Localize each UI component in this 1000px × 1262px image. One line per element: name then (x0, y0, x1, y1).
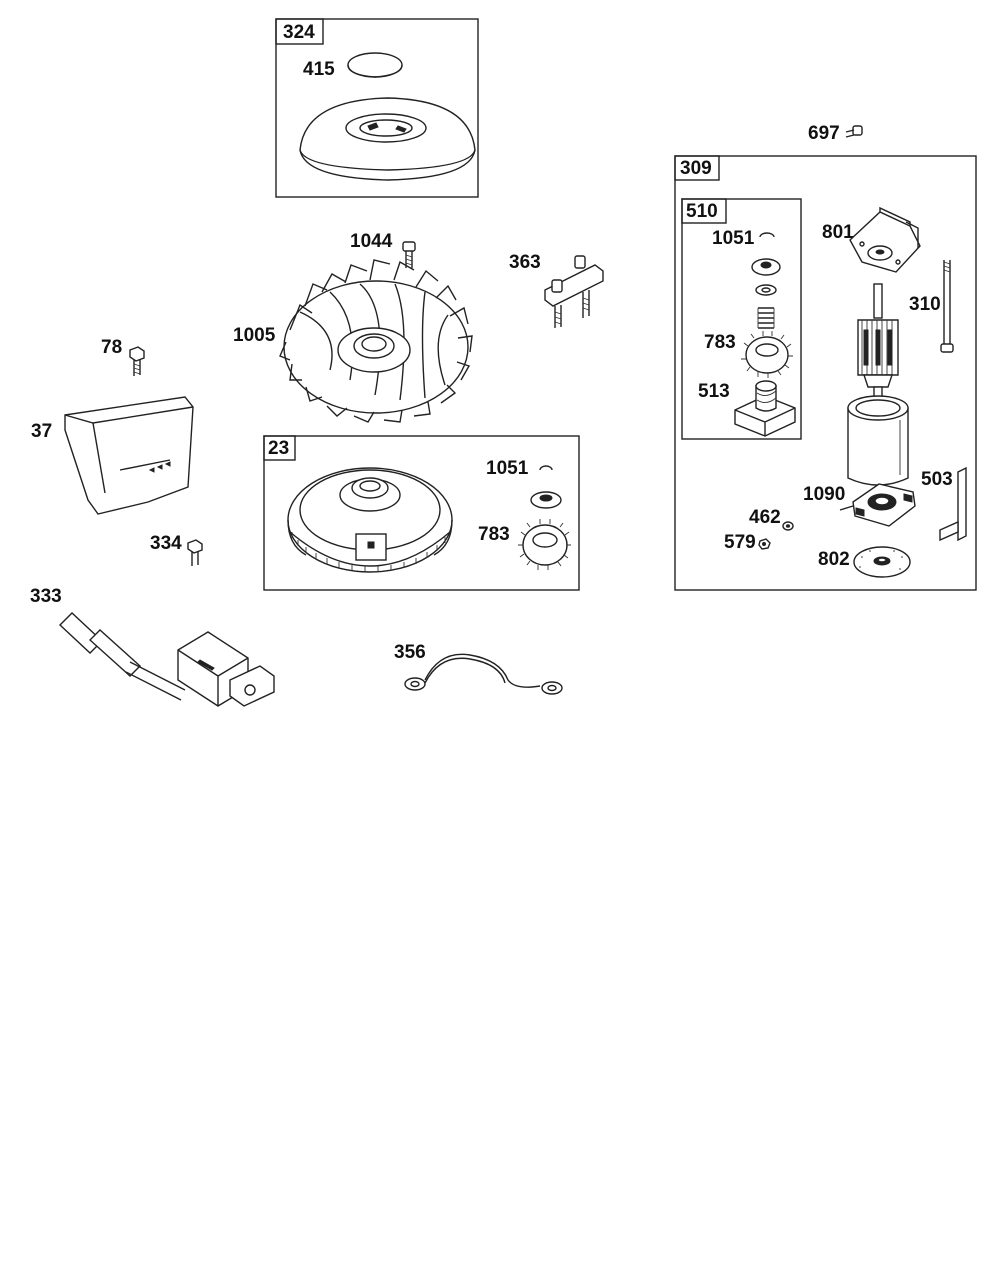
part-415-cap[interactable] (347, 52, 403, 78)
part-washer-a[interactable] (530, 491, 562, 509)
part-324-blower-housing[interactable] (299, 97, 476, 181)
part-1051-retaining-ring-a[interactable] (539, 465, 553, 471)
callout-783-a: 783 (478, 524, 510, 545)
callout-363: 363 (509, 252, 541, 273)
callout-579: 579 (724, 532, 756, 553)
part-1090-brush-holder[interactable] (839, 483, 916, 527)
callout-801: 801 (822, 222, 854, 243)
part-78-screw[interactable] (129, 346, 145, 376)
part-579-nut[interactable] (758, 538, 771, 550)
assembly-label-309: 309 (680, 158, 712, 179)
part-washer-b[interactable] (751, 258, 781, 276)
part-333-ignition-module[interactable] (58, 612, 275, 707)
callout-503: 503 (921, 469, 953, 490)
assembly-box-510: 510 (681, 198, 802, 440)
assembly-box-324: 324 (275, 18, 479, 198)
part-462-washer[interactable] (782, 521, 794, 531)
part-503-bracket[interactable] (939, 466, 967, 542)
callout-513: 513 (698, 381, 730, 402)
callout-697: 697 (808, 123, 840, 144)
part-697-screw[interactable] (845, 125, 863, 138)
part-thin-washer[interactable] (755, 284, 777, 296)
part-1051-retaining-ring-b[interactable] (759, 232, 775, 238)
part-801-end-cap[interactable] (849, 206, 921, 273)
part-1005-fan[interactable] (279, 259, 473, 423)
callout-783-b: 783 (704, 332, 736, 353)
callout-802: 802 (818, 549, 850, 570)
assembly-label-324: 324 (283, 22, 315, 43)
callout-37: 37 (31, 421, 52, 442)
callout-333: 333 (30, 586, 62, 607)
part-spring[interactable] (757, 307, 775, 329)
part-334-screw[interactable] (187, 539, 203, 566)
callout-334: 334 (150, 533, 182, 554)
callout-78: 78 (101, 337, 122, 358)
part-513-drive-assembly[interactable] (734, 380, 796, 437)
part-motor-housing[interactable] (847, 395, 909, 486)
callout-1044: 1044 (350, 231, 393, 252)
part-802-insulator-plate[interactable] (853, 546, 911, 578)
callout-1051-a: 1051 (486, 458, 529, 479)
callout-1090: 1090 (803, 484, 845, 505)
assembly-box-23: 23 (263, 435, 580, 591)
callout-356: 356 (394, 642, 426, 663)
part-37-air-guide[interactable] (64, 396, 194, 515)
callout-310: 310 (909, 294, 941, 315)
part-310-through-bolt[interactable] (940, 260, 954, 353)
part-783-pinion-gear-b[interactable] (741, 331, 793, 378)
assembly-box-309: 309 (674, 155, 977, 591)
part-363-brake-bracket[interactable] (544, 255, 604, 328)
assembly-label-510: 510 (686, 201, 718, 222)
callout-462: 462 (749, 507, 781, 528)
callout-1051-b: 1051 (712, 228, 755, 249)
callout-1005: 1005 (233, 325, 276, 346)
assembly-label-23: 23 (268, 438, 289, 459)
callout-415: 415 (303, 59, 335, 80)
part-armature[interactable] (857, 283, 899, 400)
part-356-ground-wire[interactable] (404, 653, 563, 695)
part-783-pinion-gear-a[interactable] (518, 519, 571, 570)
part-23-flywheel[interactable] (287, 467, 453, 573)
